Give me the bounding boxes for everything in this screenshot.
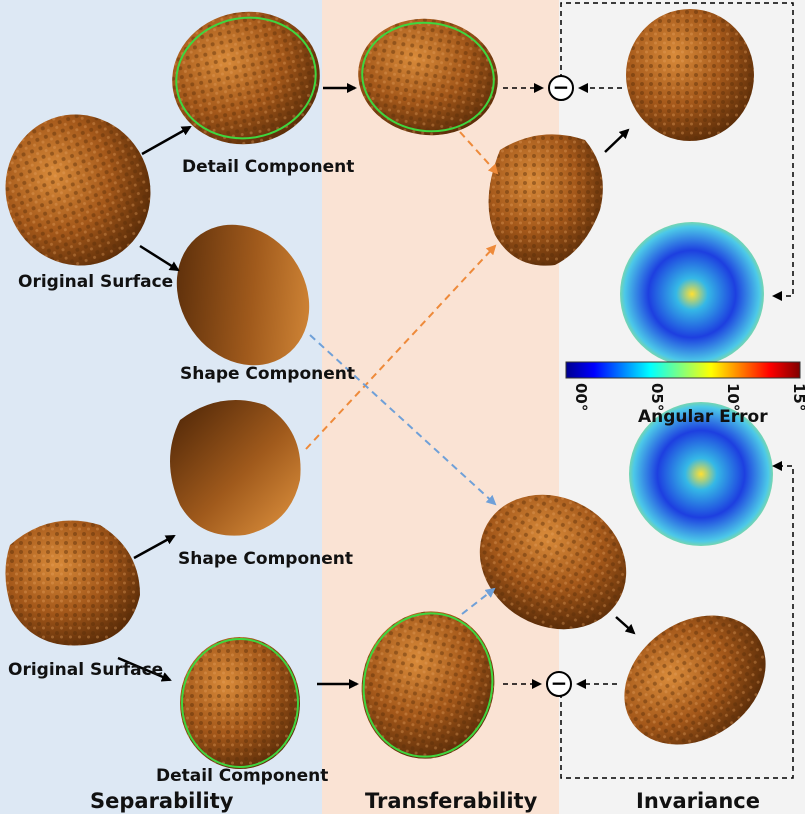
colorbar-tick-2: 10° [724, 383, 742, 411]
error-map-bottom [629, 402, 773, 546]
colorbar [565, 361, 801, 379]
colorbar-tick-1: 05° [648, 383, 666, 411]
shape-component-bottom-render [170, 400, 301, 536]
separability-title: Separability [90, 789, 234, 813]
original-surface-top-render [5, 114, 151, 266]
invariance-title: Invariance [636, 789, 760, 813]
shape-component-top-render [176, 224, 310, 366]
detail-component-bottom-label: Detail Component [156, 766, 329, 786]
detail-component-top-render [172, 11, 320, 145]
colorbar-ticks: 00° 05° 10° 15° [572, 383, 805, 411]
colorbar-title: Angular Error [638, 407, 768, 427]
shape-component-top-label: Shape Component [180, 364, 356, 384]
minus-operator-top: − [548, 75, 574, 101]
colorbar-tick-3: 15° [790, 383, 805, 411]
recovered-detail-bottom-render [624, 615, 766, 745]
arrows [117, 2, 794, 779]
error-map-top [620, 222, 764, 366]
transferability-title: Transferability [365, 789, 538, 813]
colorbar-tick-0: 00° [572, 383, 590, 411]
original-surface-top-label: Original Surface [18, 272, 174, 292]
original-surface-bottom-label: Original Surface [8, 660, 164, 680]
recovered-detail-top-render [626, 9, 754, 141]
transferred-detail-bottom-render [361, 611, 495, 759]
svg-text:−: − [551, 671, 568, 695]
minus-operator-bottom: − [546, 671, 572, 697]
original-surface-bottom-render [5, 520, 141, 646]
shape-component-bottom-label: Shape Component [178, 549, 354, 569]
svg-text:−: − [553, 75, 570, 99]
detail-component-top-label: Detail Component [182, 157, 355, 177]
detail-component-bottom-render [180, 637, 300, 769]
transferred-detail-top-render [358, 18, 498, 136]
combined-surface-top-render [488, 134, 603, 266]
combined-surface-bottom-render [479, 494, 627, 630]
